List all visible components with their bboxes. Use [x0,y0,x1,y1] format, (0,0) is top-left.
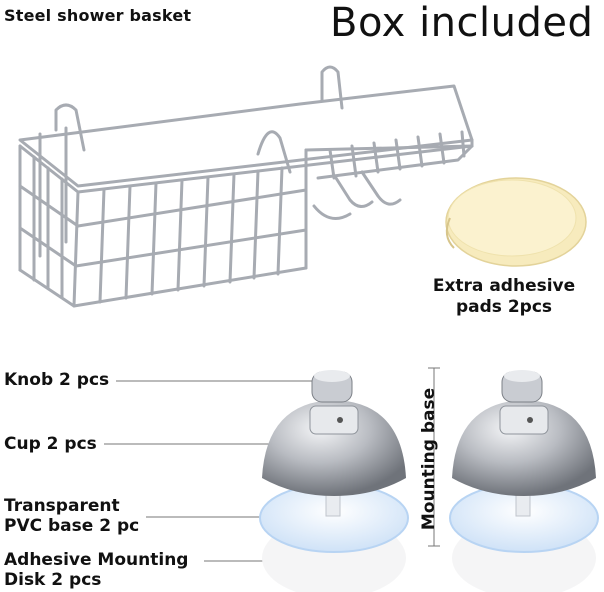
basket-title: Steel shower basket [4,6,192,25]
adhesive-pad-image [445,177,587,267]
pvc-base-label: Transparent PVC base 2 pc [4,496,139,536]
adhesive-disk-line2: Disk 2 pcs [4,570,102,590]
adhesive-disk-label: Adhesive Mounting Disk 2 pcs [4,550,188,590]
mounting-base-text: Mounting base [419,387,439,531]
adhesive-pads-line1: Extra adhesive [432,276,576,296]
cup-label: Cup 2 pcs [4,434,97,454]
mounting-base-label: Mounting base [414,378,444,540]
mounting-base-right-image [449,370,599,592]
box-included-title: Box included [330,0,594,46]
pvc-base-line2: PVC base 2 pc [4,516,140,536]
adhesive-pads-line2: pads 2pcs [455,297,553,317]
adhesive-disk-line1: Adhesive Mounting [4,550,189,570]
pvc-base-line1: Transparent [4,496,120,516]
adhesive-pads-label: Extra adhesive pads 2pcs [420,276,588,318]
knob-label: Knob 2 pcs [4,370,110,390]
mounting-base-left-image [259,370,409,592]
